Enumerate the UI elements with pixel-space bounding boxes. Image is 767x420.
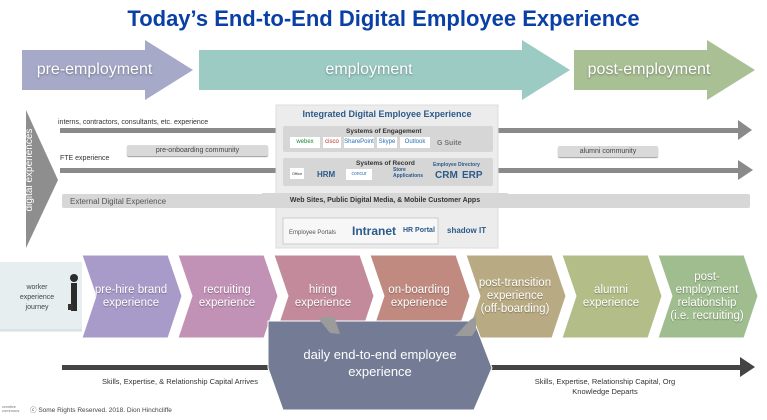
post-employment-arrow [574,40,755,100]
intranet-label: Intranet [352,224,397,238]
pre-onboarding-community: pre-onboarding community [127,145,268,156]
journey-stage-label: recruiting experience [198,283,256,309]
interns-arrowhead [738,120,752,140]
employment-arrow [199,40,570,100]
phase-pre-employment: pre-employment [36,61,153,78]
pre-employment-arrow [22,40,193,100]
phase-employment: employment [325,61,413,78]
journey-stage-chevron [657,254,759,339]
skype-logo: Skype [377,137,397,148]
digital-experiences-chevron [26,110,58,248]
webex-logo: webex [290,137,320,148]
journey-stage-chevron [465,254,567,339]
digital-experiences-label: digital experiences [24,128,35,212]
shadow-it-label: shadow IT [447,226,487,235]
journey-stage-label: hiring experience [294,283,352,309]
fte-label: FTE experience [60,155,110,162]
external-label: External Digital Experience [70,197,167,206]
employee-directory: Employee Directory [433,162,480,168]
daily-experience-label: daily end-to-end employee experience [303,347,457,379]
page-title: Today’s End-to-End Digital Employee Expe… [127,6,640,31]
down-arrow-icon [318,316,340,334]
hrm-label: HRM [317,170,336,179]
up-arrow-icon [455,316,476,336]
employee-portals-label: Employee Portals [289,230,337,236]
outlook-logo: Outlook [400,137,430,148]
journey-stage-label: alumni experience [582,283,640,309]
capital-departs-label: Skills, Expertise, Relationship Capital,… [534,377,676,396]
journey-stage-chevron [177,254,279,339]
journey-label: worker experience journey [19,284,55,311]
timeline-arrowhead [740,357,755,377]
fte-arrowhead [738,160,753,180]
copyright-text: ⓒ Some Rights Reserved. 2018. Dion Hinch… [30,407,172,414]
office-logo: Office [290,168,304,179]
journey-stage-chevron [81,254,183,339]
integrated-title: Integrated Digital Employee Experience [302,109,472,119]
journey-stage-label: pre-hire brand experience [94,283,168,309]
journey-stage-chevron [561,254,663,339]
erp-label: ERP [462,170,483,181]
cisco-logo: cisco [323,137,341,148]
journey-stage-label: on-boarding experience [388,283,450,309]
journey-photo [0,262,82,332]
store-applications: Store Applications [393,167,424,179]
web-sites-label: Web Sites, Public Digital Media, & Mobil… [289,197,481,204]
record-title: Systems of Record [356,160,415,167]
capital-arrives-label: Skills, Expertise, & Relationship Capita… [102,377,258,386]
gsuite-logo: G Suite [437,140,462,147]
hr-portal-label: HR Portal [403,227,435,234]
journey-stage-label: post-transition experience (off-boarding… [478,277,552,315]
interns-label: interns, contractors, consultants, etc. … [58,119,209,126]
alumni-community: alumni community [558,146,658,157]
concur-logo: concur [346,169,372,180]
engagement-title: Systems of Engagement [346,128,422,135]
sharepoint-logo: SharePoint [344,137,374,148]
copyright-label: Some Rights Reserved. 2018. Dion Hinchcl… [38,407,172,414]
crm-label: CRM [435,170,458,181]
journey-stage-label: post-employment relationship (i.e. recru… [670,270,744,322]
creative-commons-logo: creative commons [2,404,20,413]
phase-post-employment: post-employment [587,61,711,78]
